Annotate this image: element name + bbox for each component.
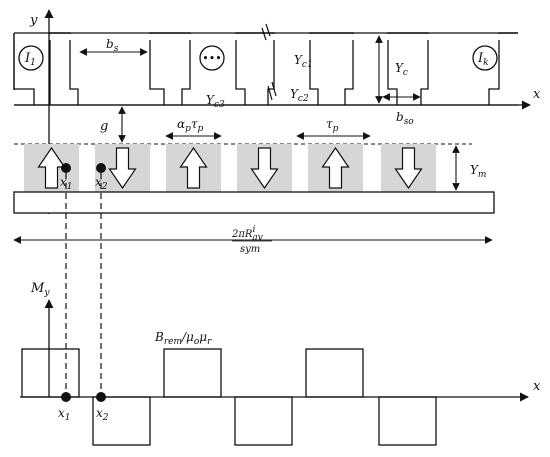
magnetization-positive-pulse (163, 348, 222, 398)
magnetization-negative-pulse (378, 396, 437, 446)
magnet-height-label: Ym (470, 163, 486, 180)
point-x2-label: x2 (95, 175, 108, 192)
magnet-arrow-up-icon (321, 146, 350, 189)
point-x2-marker (96, 163, 106, 173)
magnet-arrow-down-icon (394, 147, 423, 190)
magnet-arrow-down-icon (250, 147, 279, 190)
coil-last-label: Ik (477, 51, 489, 68)
airgap-label: g (100, 119, 108, 134)
coil-first-icon (18, 45, 44, 71)
magnetization-positive-pulse (21, 348, 80, 398)
stator-teeth-outline (13, 32, 518, 105)
break-mark (261, 23, 277, 101)
point-x1-marker-bottom (61, 392, 71, 402)
magnetization-negative-pulse (234, 396, 293, 446)
coil-middle-icon (199, 45, 225, 71)
slot-opening-label: bso (396, 110, 414, 127)
slot-width-label: bs (106, 37, 119, 54)
bottom-x-axis-label: x (533, 379, 541, 394)
point-x2-marker-bottom (96, 392, 106, 402)
coil-last-icon (472, 45, 498, 71)
point-x1-marker (61, 163, 71, 173)
magnet-array (24, 144, 436, 192)
point-x2-label-bottom: x2 (96, 406, 109, 423)
remanence-label: Brem/μoμr (154, 330, 212, 347)
yoke-height-label: Yc (395, 61, 408, 78)
point-x1-label: x1 (60, 175, 73, 192)
magnet-arrow-down-icon (108, 147, 137, 190)
coil-first-label: I1 (24, 51, 36, 68)
stator: I1 ••• Ik bs Yc1 Yc2 Yc3 Yc bso (13, 23, 518, 127)
coil-middle-label: ••• (202, 52, 221, 65)
bottom-y-axis-label: My (30, 281, 50, 298)
pole-pitch-label: τp (326, 117, 339, 134)
magnetization-positive-pulse (305, 348, 364, 398)
magnet-width-label: αpτp (177, 117, 204, 134)
yoke-c3-label: Yc3 (206, 93, 225, 110)
period-denominator: sym (240, 244, 260, 255)
yoke-c2-label: Yc2 (290, 87, 309, 104)
magnetization-negative-pulse (92, 396, 151, 446)
magnetization-waveform (21, 348, 437, 446)
yoke-c1-label: Yc1 (294, 53, 313, 70)
magnet-arrow-up-icon (179, 146, 208, 189)
back-iron (13, 191, 495, 214)
point-x1-label-bottom: x1 (58, 406, 71, 423)
top-x-axis-label: x (533, 87, 541, 102)
top-y-axis-label: y (29, 13, 38, 28)
